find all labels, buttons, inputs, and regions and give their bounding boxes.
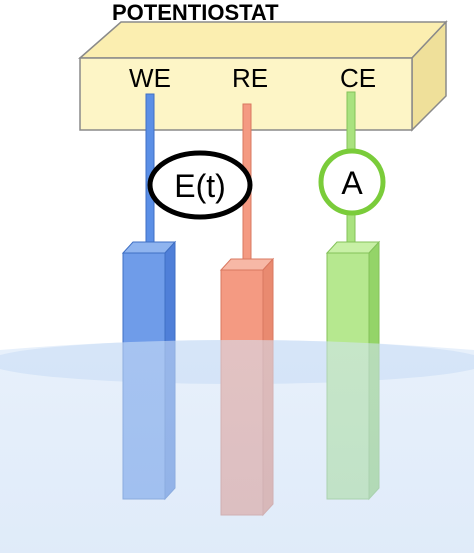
electrolyte-body	[0, 340, 474, 553]
wire-we	[145, 93, 155, 245]
terminal-label-ce: CE	[340, 63, 376, 93]
potentiostat-box-top	[78, 21, 448, 59]
voltage-meter: E(t)	[147, 150, 253, 220]
voltage-meter-circle	[147, 150, 253, 220]
terminal-label-we: WE	[129, 63, 171, 93]
ammeter-label: A	[341, 165, 363, 201]
ammeter-circle	[318, 148, 386, 216]
terminal-label-re: RE	[232, 63, 268, 93]
diagram-title: POTENTIOSTAT	[112, 0, 279, 25]
ammeter: A	[318, 148, 386, 216]
voltage-meter-label: E(t)	[174, 168, 226, 204]
